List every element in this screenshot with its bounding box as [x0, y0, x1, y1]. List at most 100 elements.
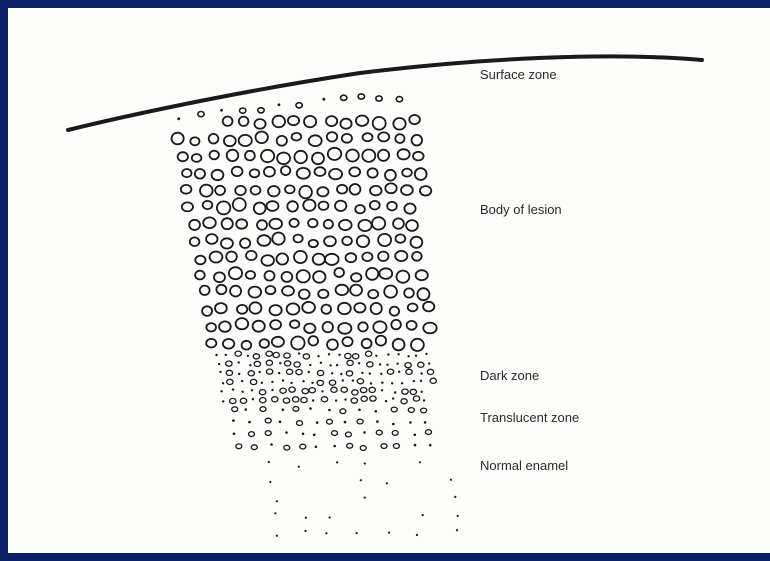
lesion-pore	[350, 285, 362, 296]
dark-zone-pore	[427, 369, 433, 374]
dark-zone-pore	[353, 354, 359, 359]
lesion-pore	[395, 251, 407, 261]
lesion-pore	[309, 135, 322, 146]
surface-pore-dot	[177, 117, 180, 120]
dark-zone-pore	[227, 379, 233, 384]
lesion-pore	[235, 186, 246, 195]
normal-enamel-dot	[364, 462, 366, 464]
translucent-zone-dot	[429, 444, 432, 447]
translucent-zone-dot	[344, 421, 347, 424]
lesion-pore	[277, 136, 287, 146]
dark-zone-dot	[222, 382, 224, 384]
dark-zone-dot	[219, 371, 221, 373]
dark-zone-dot	[336, 364, 338, 366]
lesion-pore	[387, 202, 397, 211]
normal-enamel-dot	[416, 534, 418, 536]
lesion-pore	[401, 185, 413, 195]
dark-zone-dot	[391, 382, 393, 384]
lesion-pore	[297, 168, 310, 179]
dark-zone-dot	[258, 371, 260, 373]
translucent-zone-dot	[414, 434, 417, 437]
lesion-pore	[379, 268, 392, 279]
lesion-pore	[378, 132, 389, 141]
dark-zone-dot	[241, 380, 243, 382]
lesion-pore	[294, 235, 303, 243]
dark-zone-pore	[266, 360, 272, 365]
dark-zone-dot	[215, 354, 217, 356]
lesion-pore	[288, 116, 299, 125]
dark-zone-dot	[381, 382, 383, 384]
lesion-pore	[417, 288, 429, 300]
dark-zone-dot	[249, 364, 251, 366]
lesion-pore	[362, 339, 372, 348]
dark-zone-dot	[361, 372, 363, 374]
translucent-zone-pore	[360, 446, 366, 451]
translucent-zone-pore	[297, 421, 303, 426]
lesion-pore	[190, 137, 199, 145]
lesion-pore	[324, 220, 333, 229]
dark-zone-pore	[331, 387, 337, 392]
dark-zone-pore	[361, 396, 367, 401]
lesion-pore	[209, 134, 219, 144]
dark-zone-pore	[289, 387, 295, 392]
lesion-pore	[249, 302, 261, 313]
lesion-pore	[302, 302, 315, 313]
lesion-pore	[397, 271, 410, 283]
lesion-pore	[226, 252, 237, 262]
lesion-pore	[277, 253, 289, 264]
dark-zone-dot	[425, 353, 427, 355]
surface-pore	[396, 97, 402, 102]
dark-zone-pore	[370, 396, 376, 401]
dark-zone-pore	[260, 398, 266, 403]
lesion-pore	[202, 306, 212, 316]
normal-enamel-dot	[268, 461, 270, 463]
lesion-pore	[267, 201, 279, 211]
lesion-pore	[358, 220, 371, 231]
lesion-pore	[411, 339, 424, 351]
dark-zone-pore	[405, 363, 411, 368]
lesion-pore	[206, 234, 217, 244]
dark-zone-pore	[369, 387, 375, 392]
lesion-pore	[189, 220, 200, 230]
translucent-zone-pore	[381, 444, 387, 449]
lesion-pore	[313, 254, 325, 265]
lesion-pore	[249, 287, 262, 298]
dark-zone-pore	[286, 369, 292, 374]
translucent-zone-dot	[328, 409, 331, 412]
lesion-pore	[181, 185, 192, 194]
dark-zone-pore	[301, 397, 307, 402]
dark-zone-dot	[401, 382, 403, 384]
normal-enamel-dot	[419, 461, 421, 463]
lesion-pore	[229, 267, 242, 279]
lesion-pore	[368, 290, 378, 298]
lesion-pore	[324, 236, 336, 246]
lesion-pore	[323, 322, 333, 332]
translucent-zone-dot	[313, 434, 316, 437]
translucent-zone-dot	[363, 431, 366, 434]
lesion-pore	[327, 132, 337, 141]
translucent-zone-pore	[232, 407, 238, 412]
lesion-pore	[203, 201, 213, 209]
dark-zone-pore	[253, 354, 259, 359]
dark-zone-pore	[240, 398, 246, 403]
lesion-pore	[195, 271, 205, 280]
dark-zone-dot	[238, 373, 240, 375]
lesion-pore	[268, 186, 280, 196]
lesion-pore	[261, 255, 274, 266]
translucent-zone-pore	[391, 407, 397, 412]
lesion-pore	[406, 220, 418, 231]
translucent-zone-dot	[376, 420, 379, 423]
translucent-zone-dot	[302, 433, 305, 436]
lesion-pore	[378, 234, 391, 246]
lesion-pore	[253, 321, 265, 332]
lesion-pore	[206, 339, 216, 348]
translucent-zone-dot	[315, 446, 318, 449]
dark-zone-pore	[360, 388, 366, 393]
dark-zone-dot	[298, 352, 300, 354]
lesion-pore	[404, 204, 415, 214]
lesion-pore	[192, 154, 202, 162]
translucent-zone-dot	[309, 407, 312, 410]
lesion-pore	[303, 200, 315, 211]
lesion-pore	[391, 320, 401, 329]
dark-zone-pore	[317, 370, 323, 375]
